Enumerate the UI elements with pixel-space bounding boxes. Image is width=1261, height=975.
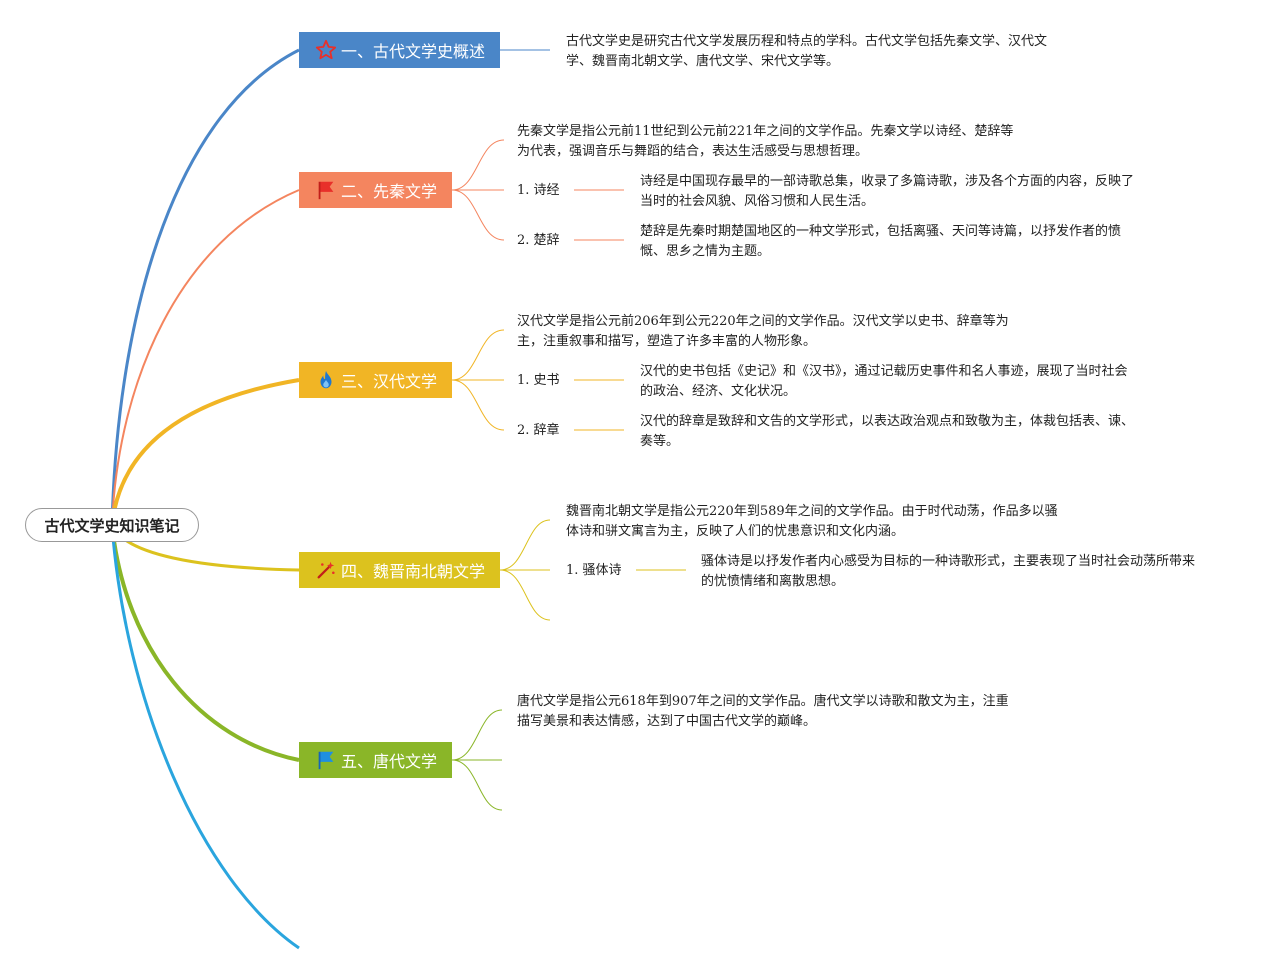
branch-label: 三、汉代文学 <box>341 372 438 391</box>
cizhang-description[interactable]: 汉代的辞章是致辞和文告的文学形式，以表达政治观点和致敬为主，体裁包括表、谏、奏等… <box>640 414 1135 449</box>
subtopic-chuci[interactable]: 2. 楚辞 <box>517 233 560 248</box>
star-icon <box>315 39 337 61</box>
branch-topic-tang[interactable]: 五、唐代文学 <box>299 742 452 778</box>
tang-description[interactable]: 唐代文学是指公元618年到907年之间的文学作品。唐代文学以诗歌和散文为主，注重… <box>517 694 1009 729</box>
subtopic-shishu[interactable]: 1. 史书 <box>517 373 560 388</box>
magic-wand-icon <box>315 559 337 581</box>
shijing-description[interactable]: 诗经是中国现存最早的一部诗歌总集，收录了多篇诗歌，涉及各个方面的内容，反映了当时… <box>640 174 1135 209</box>
link-branch-1 <box>110 48 300 526</box>
subtopic-saotishi[interactable]: 1. 骚体诗 <box>566 563 622 578</box>
branch-label: 二、先秦文学 <box>341 182 438 201</box>
overview-description[interactable]: 古代文学史是研究古代文学发展历程和特点的学科。古代文学包括先秦文学、汉代文学、魏… <box>566 34 1048 69</box>
branch-topic-overview[interactable]: 一、古代文学史概述 <box>299 32 500 68</box>
branch-topic-pre-qin[interactable]: 二、先秦文学 <box>299 172 452 208</box>
subtopic-shijing[interactable]: 1. 诗经 <box>517 183 560 198</box>
pre-qin-description[interactable]: 先秦文学是指公元前11世纪到公元前221年之间的文学作品。先秦文学以诗经、楚辞等… <box>517 124 1014 159</box>
chuci-description[interactable]: 楚辞是先秦时期楚国地区的一种文学形式，包括离骚、天问等诗篇，以抒发作者的愤慨、思… <box>640 224 1122 259</box>
link-branch-2 <box>111 189 300 526</box>
branch-label: 一、古代文学史概述 <box>341 42 486 61</box>
link-branch-3 <box>110 378 300 526</box>
wei-jin-description[interactable]: 魏晋南北朝文学是指公元220年到589年之间的文学作品。由于时代动荡，作品多以骚… <box>566 504 1058 539</box>
link-branch-6 <box>110 524 300 950</box>
subtopic-cizhang[interactable]: 2. 辞章 <box>517 423 560 438</box>
fire-icon <box>315 369 337 391</box>
flag-icon <box>315 179 337 201</box>
branch-label: 五、唐代文学 <box>341 752 438 771</box>
shishu-description[interactable]: 汉代的史书包括《史记》和《汉书》，通过记载历史事件和名人事迹，展现了当时社会的政… <box>640 364 1128 399</box>
han-description[interactable]: 汉代文学是指公元前206年到公元220年之间的文学作品。汉代文学以史书、辞章等为… <box>517 314 1009 349</box>
link-branch-5 <box>110 524 300 762</box>
branch-label: 四、魏晋南北朝文学 <box>341 562 486 581</box>
branch-topic-han[interactable]: 三、汉代文学 <box>299 362 452 398</box>
blue-flag-icon <box>315 749 337 771</box>
root-topic[interactable]: 古代文学史知识笔记 <box>25 508 199 542</box>
branch-topic-wei-jin[interactable]: 四、魏晋南北朝文学 <box>299 552 500 588</box>
saotishi-description[interactable]: 骚体诗是以抒发作者内心感受为目标的一种诗歌形式，主要表现了当时社会动荡所带来的忧… <box>701 554 1196 589</box>
